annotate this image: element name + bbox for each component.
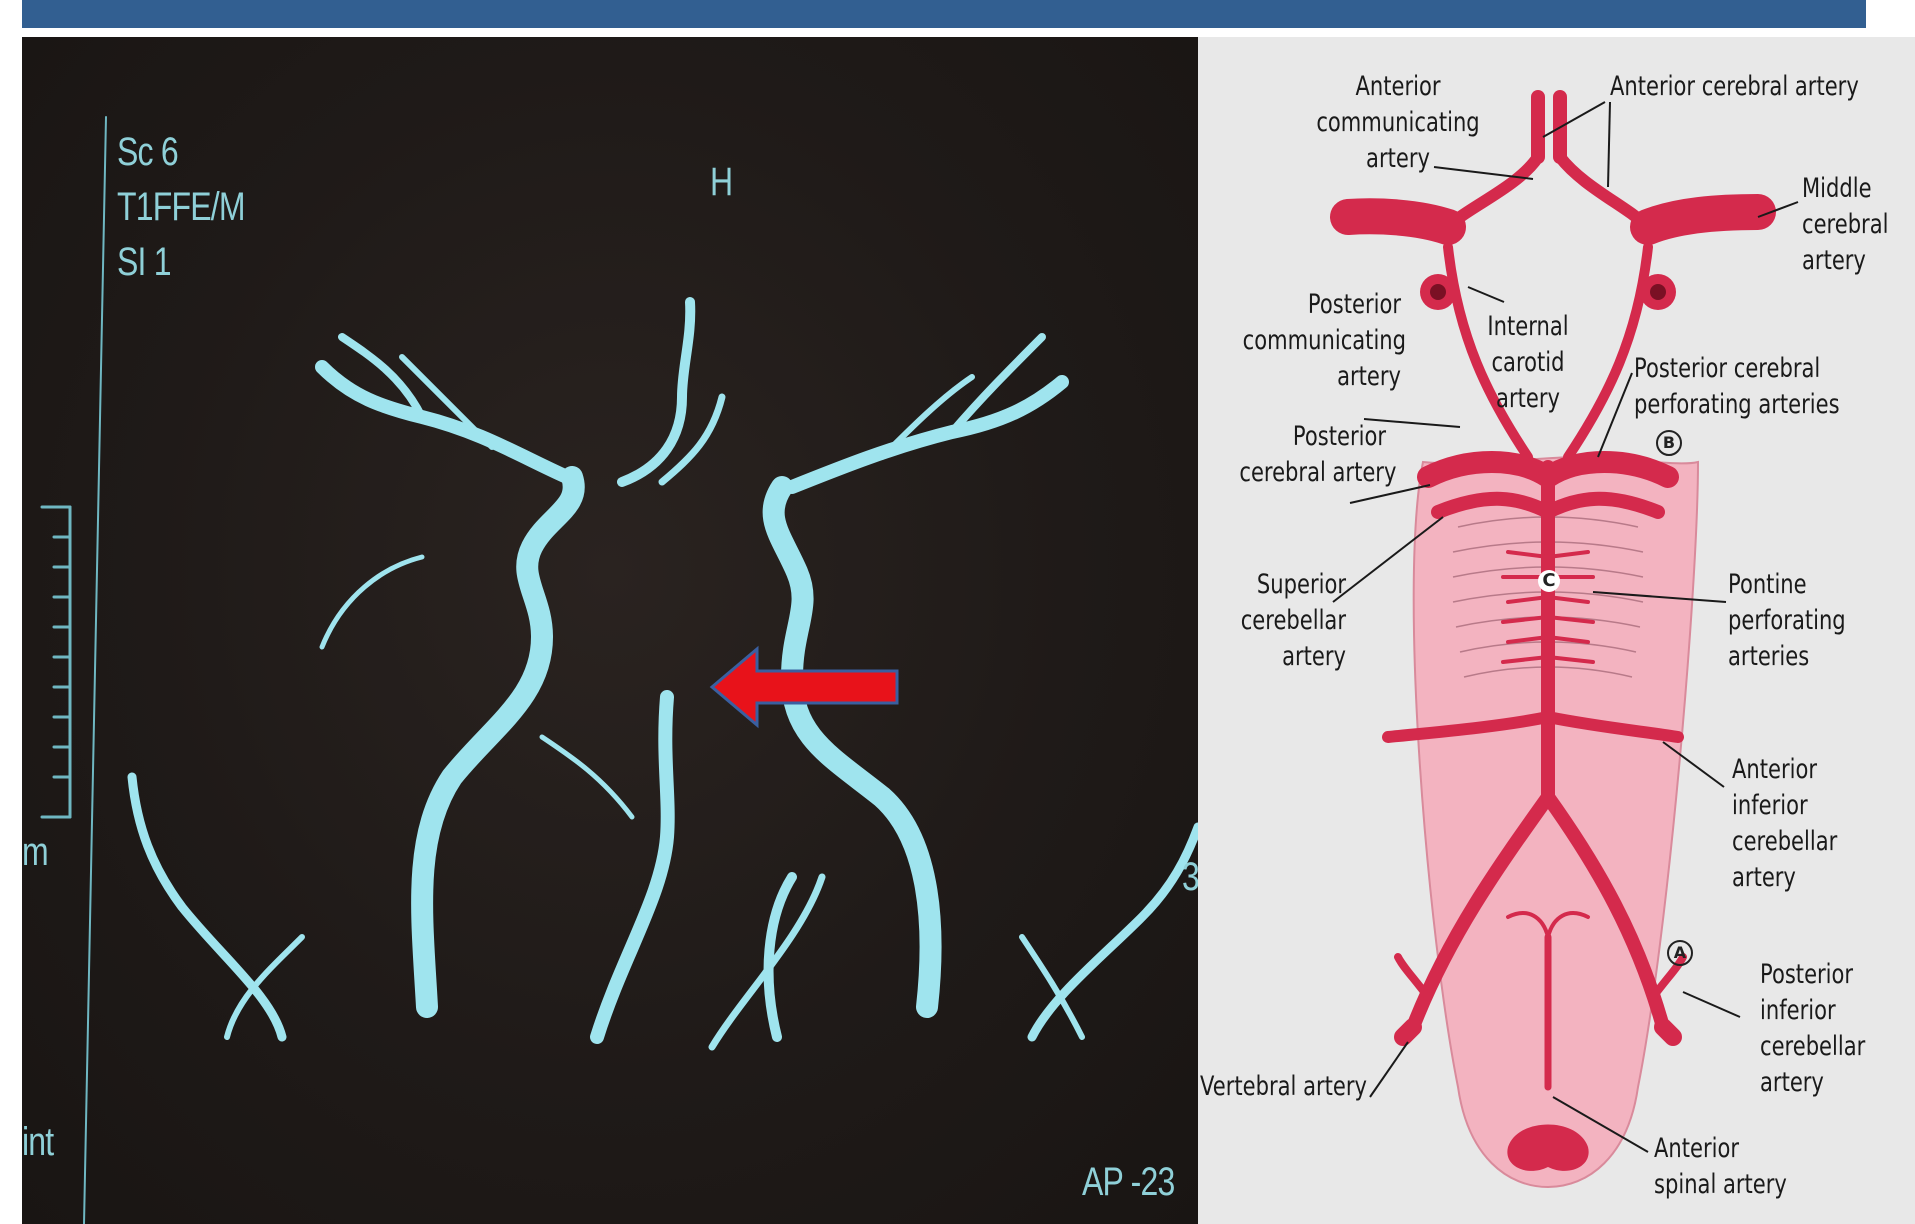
- mra-line-2: T1FFE/M: [117, 187, 245, 227]
- mra-right-edge-mark: 3: [1182, 857, 1198, 897]
- mra-orientation: H: [710, 162, 732, 202]
- mra-line-1: Sc 6: [117, 132, 178, 172]
- label-posterior-communicating-artery: Posterior communicating artery: [1243, 287, 1401, 395]
- label-anterior-spinal-artery: Anterior spinal artery: [1654, 1131, 1787, 1203]
- label-posterior-inferior-cerebellar-artery: Posterior inferior cerebellar artery: [1760, 957, 1865, 1101]
- label-pontine-perforating-arteries: Pontine perforating arteries: [1728, 567, 1846, 675]
- mra-image: Sc 6 T1FFE/M SI 1 H m int 3 AP -23: [22, 37, 1198, 1224]
- label-anterior-inferior-cerebellar-artery: Anterior inferior cerebellar artery: [1732, 752, 1837, 896]
- label-anterior-communicating-artery: Anterior communicating artery: [1316, 69, 1480, 177]
- title-bar: [22, 0, 1866, 28]
- artery-diagram: Anterior communicating artery Anterior c…: [1198, 37, 1915, 1224]
- marker-c: C: [1538, 570, 1560, 592]
- mra-line-3: SI 1: [117, 242, 171, 282]
- marker-b: B: [1656, 430, 1682, 456]
- mra-bottom-right: AP -23: [1082, 1162, 1174, 1202]
- label-anterior-cerebral-artery: Anterior cerebral artery: [1610, 69, 1859, 105]
- label-posterior-cerebral-artery: Posterior cerebral artery: [1239, 419, 1386, 491]
- marker-a: A: [1667, 940, 1693, 966]
- label-internal-carotid-artery: Internal carotid artery: [1481, 309, 1575, 417]
- label-middle-cerebral-artery: Middle cerebral artery: [1802, 171, 1888, 279]
- mra-left-edge-top: m: [22, 832, 48, 872]
- label-vertebral-artery: Vertebral artery: [1200, 1069, 1367, 1105]
- label-superior-cerebellar-artery: Superior cerebellar artery: [1231, 567, 1346, 675]
- label-posterior-cerebral-perforating-arteries: Posterior cerebral perforating arteries: [1634, 351, 1840, 423]
- mra-left-edge-bottom: int: [22, 1122, 53, 1162]
